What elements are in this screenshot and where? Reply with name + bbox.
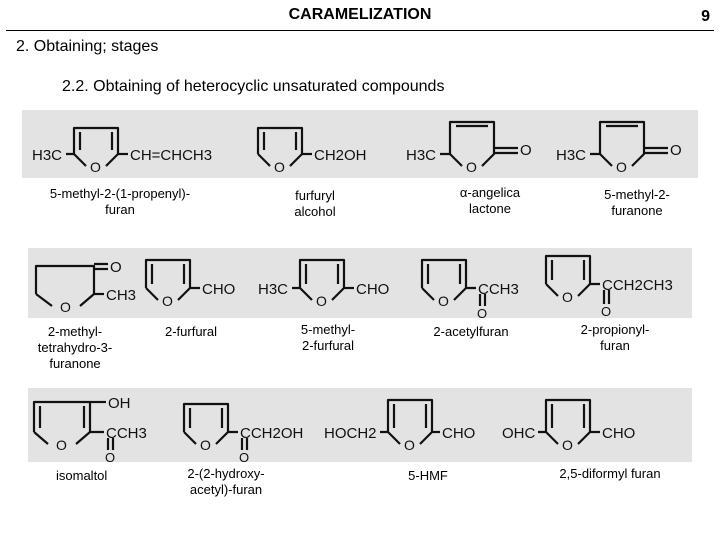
- caption-acetylfuran: 2-acetylfuran: [412, 324, 530, 340]
- ring-oxygen-label: O: [274, 159, 285, 175]
- caption-text: 2,5-diformyl furan: [559, 466, 661, 481]
- caption-furfural: 2-furfural: [148, 324, 234, 340]
- ring-oxygen-label: O: [60, 299, 71, 315]
- caption-hydroxyacetylfuran: 2-(2-hydroxy- acetyl)-furan: [170, 466, 282, 498]
- molecule-furfuryl-alcohol: O CH2OH: [256, 126, 367, 175]
- formula-label: OH: [108, 395, 131, 412]
- ring-oxygen-label: O: [562, 437, 573, 453]
- caption-text: 5-HMF: [408, 468, 448, 483]
- subsection-heading: 2.2. Obtaining of heterocyclic unsaturat…: [62, 78, 445, 95]
- caption-methyl-furanone: 5-methyl-2- furanone: [582, 187, 692, 219]
- molecule-methyl-furanone: H3C O O: [556, 120, 682, 175]
- caption-text: 2-methyl- tetrahydro-3- furanone: [37, 324, 113, 371]
- formula-label: HOCH2: [324, 425, 377, 442]
- structures-drawing-row1: H3C O CH=CHCH3 O CH2OH H3C O O H3C: [32, 120, 682, 175]
- caption-text: 5-methyl- 2-furfural: [300, 322, 356, 353]
- ring-oxygen-label: O: [316, 293, 327, 309]
- molecule-furfural: O CHO: [144, 258, 235, 309]
- formula-label: CH=CHCH3: [130, 147, 212, 164]
- ring-oxygen-label: O: [162, 293, 173, 309]
- ring-oxygen-label: O: [466, 159, 477, 175]
- formula-label: CHO: [602, 425, 635, 442]
- caption-furfuryl-alcohol: furfuryl alcohol: [260, 188, 370, 220]
- caption-methyltetrahydrofuranone: 2-methyl- tetrahydro-3- furanone: [22, 324, 128, 372]
- ring-oxygen-label: O: [90, 159, 101, 175]
- caption-diformylfuran: 2,5-diformyl furan: [544, 466, 676, 482]
- carbonyl-oxygen-label: O: [601, 304, 611, 318]
- caption-text: 5-methyl-2- furanone: [604, 187, 670, 218]
- molecule-methylfurfural: H3C O CHO: [258, 258, 389, 309]
- header-divider: [6, 30, 714, 31]
- caption-text: α-angelica lactone: [459, 185, 521, 216]
- caption-methyl-propenyl-furan: 5-methyl-2-(1-propenyl)- furan: [30, 186, 210, 218]
- carbonyl-oxygen-label: O: [520, 142, 532, 159]
- carbonyl-oxygen-label: O: [239, 450, 249, 462]
- caption-text: isomaltol: [56, 468, 108, 483]
- carbonyl-oxygen-label: O: [110, 259, 122, 276]
- ring-oxygen-label: O: [56, 437, 67, 453]
- caption-hmf: 5-HMF: [390, 468, 466, 484]
- structures-drawing-row3: O OH CCH3 O O CCH2OH O HOCH2 O CHO OHC: [32, 395, 635, 462]
- ring-oxygen-label: O: [616, 159, 627, 175]
- ring-oxygen-label: O: [200, 437, 211, 453]
- molecule-methyltetrahydrofuranone: O O CH3: [34, 259, 136, 315]
- formula-label: H3C: [32, 147, 62, 164]
- molecule-angelica-lactone: H3C O O: [406, 120, 532, 175]
- molecule-hmf: HOCH2 O CHO: [324, 398, 475, 453]
- caption-angelica-lactone: α-angelica lactone: [430, 185, 550, 217]
- molecule-acetylfuran: O CCH3 O: [420, 258, 519, 318]
- section-heading: 2. Obtaining; stages: [16, 38, 159, 55]
- ring-oxygen-label: O: [438, 293, 449, 309]
- formula-label: CHO: [202, 281, 235, 298]
- ring-oxygen-label: O: [562, 289, 573, 305]
- molecule-hydroxyacetylfuran: O CCH2OH O: [182, 402, 303, 462]
- carbonyl-oxygen-label: O: [670, 142, 682, 159]
- structures-strip-row3: O OH CCH3 O O CCH2OH O HOCH2 O CHO OHC: [28, 388, 692, 462]
- caption-text: 2-acetylfuran: [433, 324, 509, 339]
- molecule-methyl-propenyl-furan: H3C O CH=CHCH3: [32, 126, 212, 175]
- formula-label: H3C: [406, 147, 436, 164]
- formula-label: H3C: [556, 147, 586, 164]
- caption-text: 5-methyl-2-(1-propenyl)- furan: [49, 186, 191, 217]
- caption-isomaltol: isomaltol: [56, 468, 146, 484]
- structures-strip-row2: O O CH3 O CHO H3C O CHO O: [28, 248, 692, 318]
- formula-label: CCH2CH3: [602, 277, 673, 294]
- formula-label: CCH2OH: [240, 425, 303, 442]
- formula-label: CH3: [106, 287, 136, 304]
- caption-text: 2-propionyl- furan: [580, 322, 650, 353]
- formula-label: CHO: [356, 281, 389, 298]
- caption-text: 2-(2-hydroxy- acetyl)-furan: [187, 466, 265, 497]
- formula-label: CCH3: [106, 425, 147, 442]
- structures-drawing-row2: O O CH3 O CHO H3C O CHO O: [34, 254, 673, 318]
- formula-label: CHO: [442, 425, 475, 442]
- page-title: CARAMELIZATION: [288, 6, 432, 23]
- caption-text: 2-furfural: [164, 324, 218, 339]
- structures-strip-row1: H3C O CH=CHCH3 O CH2OH H3C O O H3C: [22, 110, 698, 178]
- formula-label: CH2OH: [314, 147, 367, 164]
- molecule-diformylfuran: OHC O CHO: [502, 398, 635, 453]
- caption-propionylfuran: 2-propionyl- furan: [560, 322, 670, 354]
- page-number: 9: [701, 8, 710, 25]
- molecule-propionylfuran: O CCH2CH3 O: [544, 254, 673, 318]
- caption-text: furfuryl alcohol: [294, 188, 336, 219]
- formula-label: OHC: [502, 425, 536, 442]
- caption-methylfurfural: 5-methyl- 2-furfural: [276, 322, 380, 354]
- carbonyl-oxygen-label: O: [105, 450, 115, 462]
- ring-oxygen-label: O: [404, 437, 415, 453]
- formula-label: H3C: [258, 281, 288, 298]
- formula-label: CCH3: [478, 281, 519, 298]
- carbonyl-oxygen-label: O: [477, 306, 487, 318]
- molecule-isomaltol: O OH CCH3 O: [32, 395, 147, 462]
